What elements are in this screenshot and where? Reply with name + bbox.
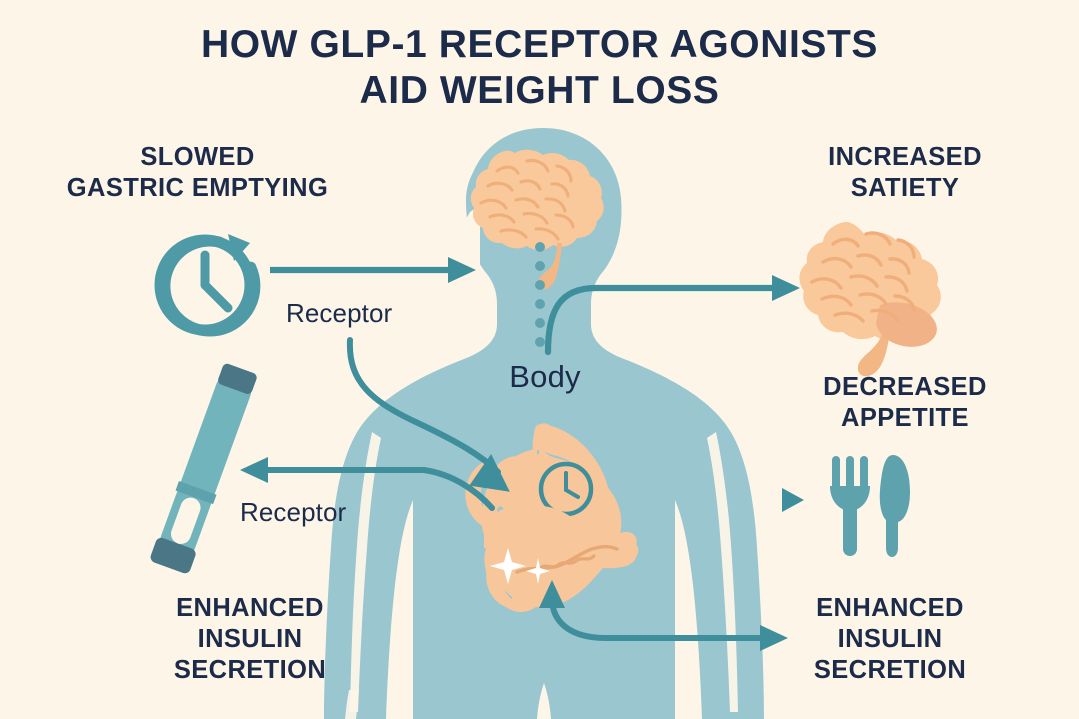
- label-line-2: INSULIN: [197, 625, 303, 654]
- label-decreased-appetite: DECREASED APPETITE: [735, 372, 1075, 434]
- arrow-to-appetite: [782, 488, 804, 512]
- label-body: Body: [509, 359, 581, 394]
- arrow-stomach-to-pen: [240, 457, 495, 511]
- label-line-2: INSULIN: [837, 625, 943, 654]
- sparkle-icon: [490, 548, 550, 584]
- label-line-3: SECRETION: [813, 656, 967, 685]
- label-slowed-gastric-emptying: SLOWED GASTRIC EMPTYING: [25, 142, 370, 204]
- label-increased-satiety: INCREASED SATIETY: [735, 142, 1075, 204]
- injection-pen-icon: [150, 363, 257, 574]
- label-receptor-top: Receptor: [286, 298, 393, 328]
- label-receptor-bottom: Receptor: [240, 497, 347, 527]
- label-line-1: INCREASED: [828, 143, 982, 171]
- label-line-2: GASTRIC EMPTYING: [66, 174, 329, 203]
- label-line-1: SLOWED: [140, 143, 255, 171]
- label-line-2: APPETITE: [841, 404, 969, 433]
- label-line-1: ENHANCED: [816, 594, 964, 622]
- page-title: HOW GLP-1 RECEPTOR AGONISTS AID WEIGHT L…: [0, 22, 1079, 114]
- label-line-2: SATIETY: [850, 174, 960, 203]
- fork-icon: [830, 456, 870, 556]
- title-line-1: HOW GLP-1 RECEPTOR AGONISTS: [200, 23, 879, 66]
- brain-icon-head: [470, 149, 604, 290]
- label-line-3: SECRETION: [173, 656, 327, 685]
- fork-knife-icon: [830, 455, 910, 557]
- label-enhanced-insulin-secretion-left: ENHANCED INSULIN SECRETION: [105, 593, 395, 686]
- clock-rotate-icon: [154, 234, 261, 337]
- pancreas-icon: [484, 505, 639, 612]
- label-line-1: ENHANCED: [176, 594, 324, 622]
- label-enhanced-insulin-secretion-right: ENHANCED INSULIN SECRETION: [740, 593, 1040, 686]
- brain-icon-right: [799, 221, 941, 377]
- arrow-clock-to-head: [270, 257, 476, 283]
- knife-icon: [879, 455, 910, 557]
- title-line-2: AID WEIGHT LOSS: [359, 69, 720, 113]
- arrow-pancreas-to-insulin: [539, 580, 788, 651]
- arrows-layer: [240, 257, 800, 651]
- spine-dots-icon: [535, 242, 545, 347]
- label-line-1: DECREASED: [823, 373, 987, 401]
- arrow-receptor-to-stomach: [346, 337, 510, 492]
- arrow-head-to-brain: [544, 275, 800, 356]
